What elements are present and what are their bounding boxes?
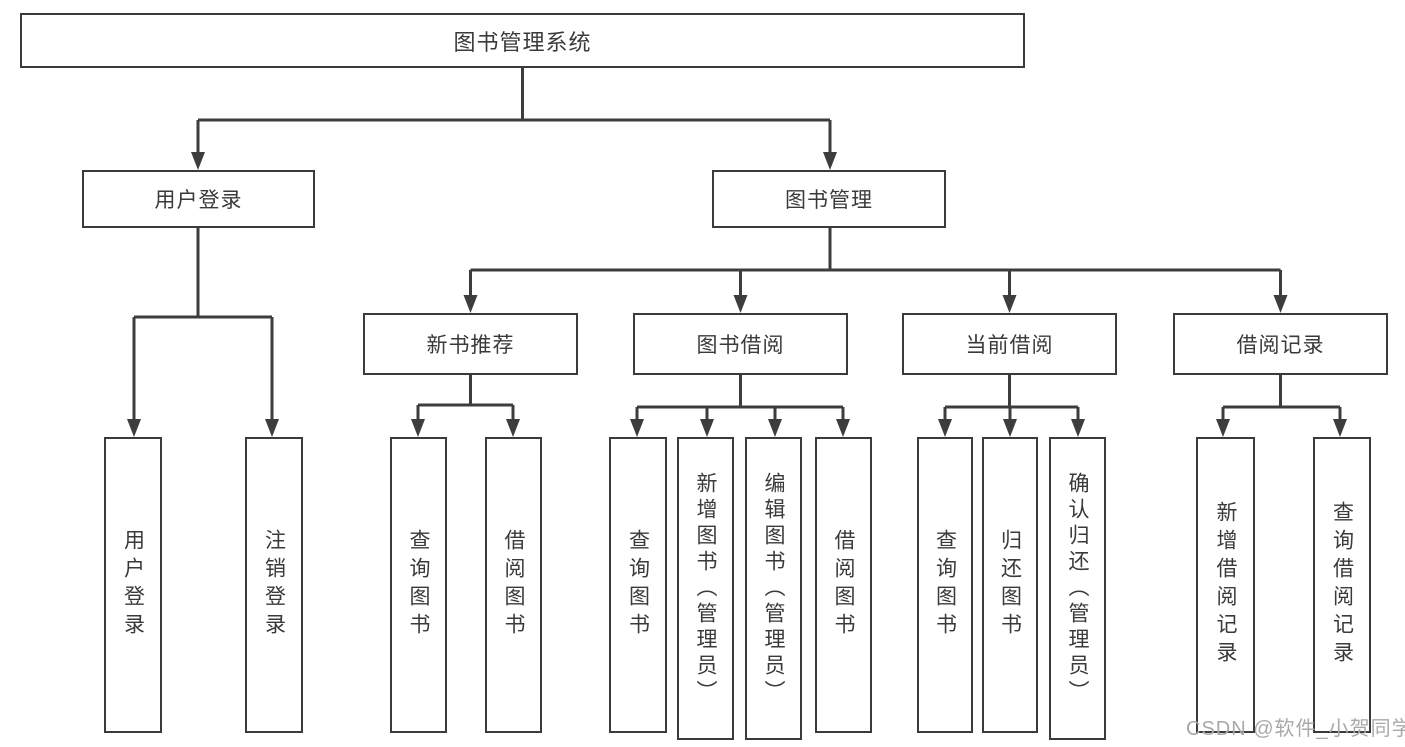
node-book-management: 图书管理 bbox=[712, 170, 946, 228]
leaf-recommend-borrow-books: 借阅图书 bbox=[485, 437, 542, 733]
leaf-current-confirm-return-admin: 确认归还（管理员） bbox=[1049, 437, 1106, 740]
leaf-borrow-edit-books-admin: 编辑图书（管理员） bbox=[745, 437, 802, 740]
leaf-records-query-record: 查询借阅记录 bbox=[1313, 437, 1371, 733]
node-borrow-records: 借阅记录 bbox=[1173, 313, 1388, 375]
leaf-borrow-query-books: 查询图书 bbox=[609, 437, 667, 733]
node-new-book-recommend: 新书推荐 bbox=[363, 313, 578, 375]
csdn-watermark: CSDN @软件_小贺同学 bbox=[1186, 718, 1405, 740]
leaf-current-return-books: 归还图书 bbox=[982, 437, 1038, 733]
leaf-current-query-books: 查询图书 bbox=[917, 437, 973, 733]
leaf-records-add-record: 新增借阅记录 bbox=[1196, 437, 1255, 733]
leaf-borrow-add-books-admin: 新增图书（管理员） bbox=[677, 437, 734, 740]
node-root: 图书管理系统 bbox=[20, 13, 1025, 68]
node-book-borrow: 图书借阅 bbox=[633, 313, 848, 375]
node-current-borrow: 当前借阅 bbox=[902, 313, 1117, 375]
leaf-logout: 注销登录 bbox=[245, 437, 303, 733]
leaf-recommend-query-books: 查询图书 bbox=[390, 437, 447, 733]
leaf-user-login: 用户登录 bbox=[104, 437, 162, 733]
leaf-borrow-borrow-books: 借阅图书 bbox=[815, 437, 872, 733]
node-user-login: 用户登录 bbox=[82, 170, 315, 228]
